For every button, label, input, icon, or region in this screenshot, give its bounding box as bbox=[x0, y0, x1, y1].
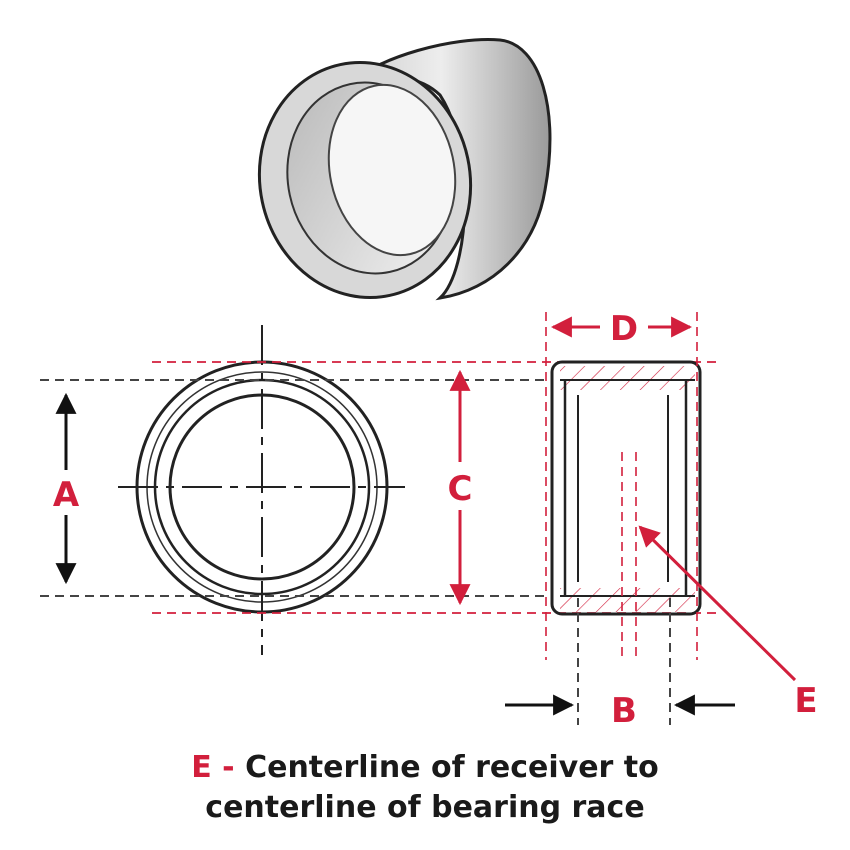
front-view bbox=[118, 325, 405, 655]
dimension-b: B bbox=[505, 691, 735, 731]
side-section-view bbox=[545, 312, 702, 725]
dimension-d: D bbox=[550, 309, 693, 349]
dimension-a: A bbox=[53, 392, 80, 585]
caption-line-1: E - Centerline of receiver to bbox=[0, 748, 850, 788]
caption-line-1-text: Centerline of receiver to bbox=[245, 750, 659, 785]
label-a: A bbox=[53, 475, 80, 515]
dimension-c: C bbox=[448, 369, 473, 606]
label-b: B bbox=[611, 691, 637, 731]
label-c: C bbox=[448, 469, 473, 509]
label-e: E bbox=[794, 681, 817, 721]
caption: E - Centerline of receiver to centerline… bbox=[0, 748, 850, 828]
caption-line-2: centerline of bearing race bbox=[205, 790, 645, 825]
bearing-cup-3d-illustration bbox=[257, 38, 552, 301]
pointer-e: E bbox=[638, 525, 818, 721]
caption-prefix: E - bbox=[191, 750, 235, 785]
label-d: D bbox=[610, 309, 638, 349]
